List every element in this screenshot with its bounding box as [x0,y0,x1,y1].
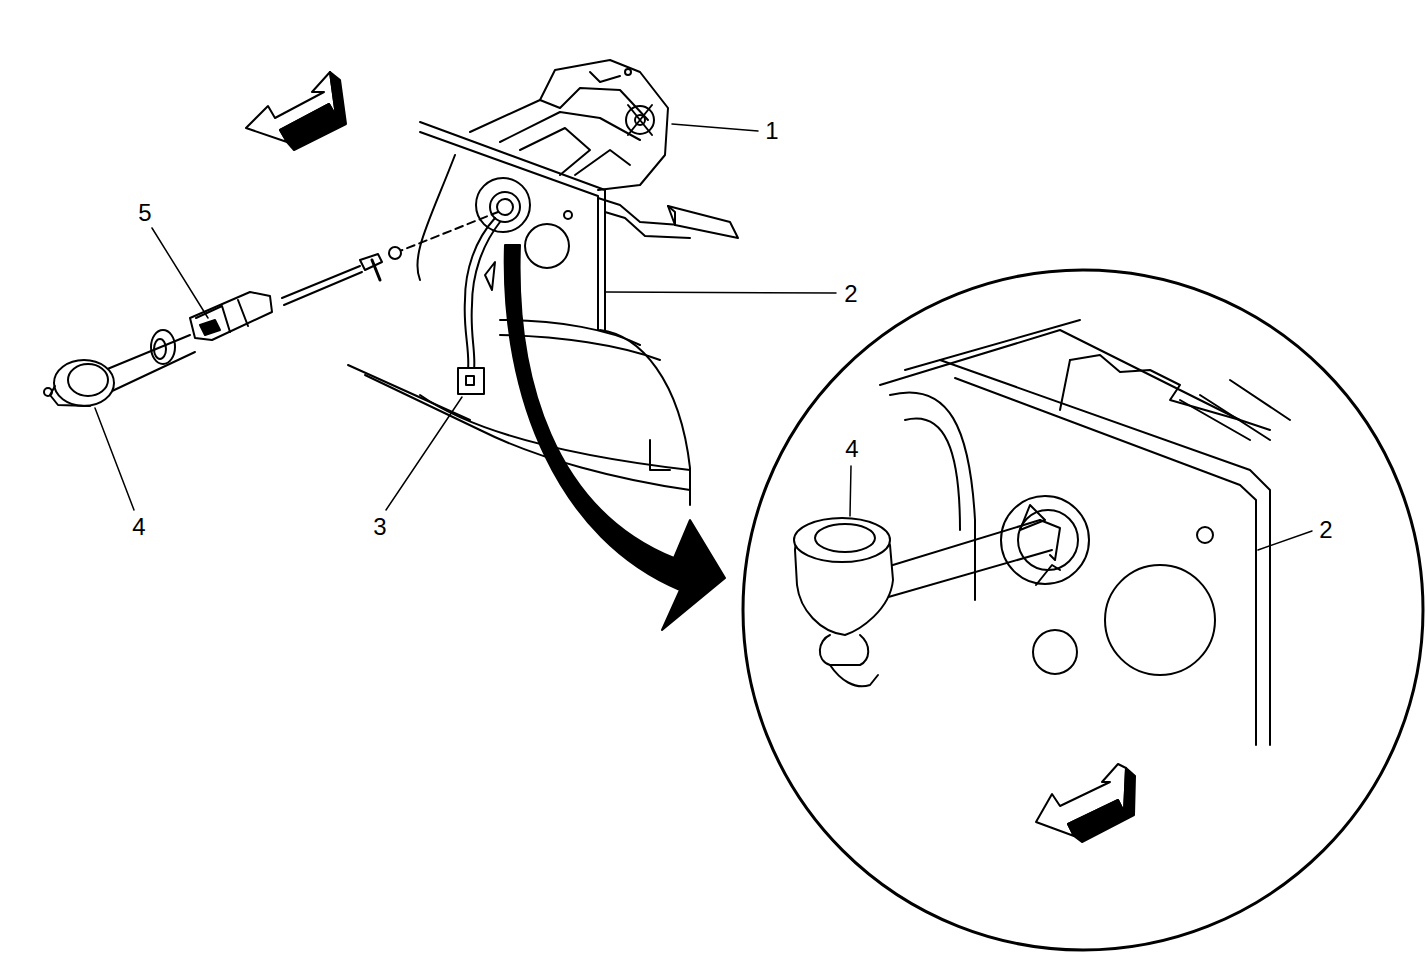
leader-lines [95,124,1312,550]
clutch-pedal [598,198,738,238]
detail-inset [743,270,1423,950]
pedal-bracket [470,60,668,190]
callout-number: 2 [1317,517,1334,543]
detail-arrow [505,245,725,630]
callout-number: 3 [371,514,388,540]
callout-number: 2 [842,281,859,307]
callout-number: 5 [136,200,153,226]
direction-arrow [246,72,346,150]
callout-number: 4 [843,436,860,462]
switch-harness [458,218,500,394]
callout-number: 4 [130,514,147,540]
callout-number: 1 [763,118,780,144]
master-cylinder [44,212,498,406]
